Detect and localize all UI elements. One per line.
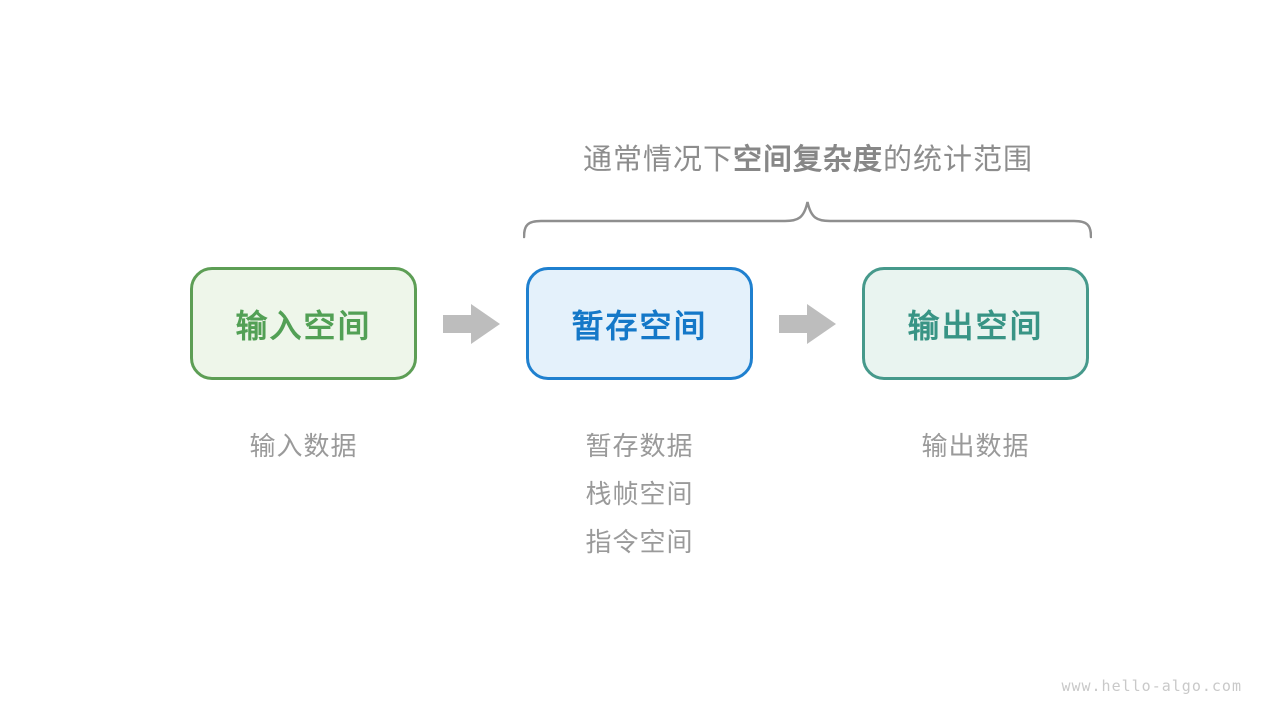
watermark: www.hello-algo.com	[1061, 677, 1242, 695]
box-temp-space-label: 暂存空间	[571, 307, 708, 344]
notes-input: 输入数据	[190, 422, 417, 470]
box-temp-space: 暂存空间	[526, 267, 753, 380]
note-line: 指令空间	[585, 527, 694, 557]
box-output-space-label: 输出空间	[907, 307, 1044, 344]
box-input-space-label: 输入空间	[235, 307, 372, 344]
title-prefix: 通常情况下	[582, 144, 733, 176]
note-line: 暂存数据	[585, 431, 694, 461]
note-line: 输入数据	[249, 431, 358, 461]
box-output-space: 输出空间	[862, 267, 1089, 380]
brace	[523, 201, 1092, 239]
notes-output: 输出数据	[862, 422, 1089, 470]
notes-temp: 暂存数据 栈帧空间 指令空间	[526, 422, 753, 566]
title-bold-term: 空间复杂度	[732, 144, 883, 176]
note-line: 输出数据	[921, 431, 1030, 461]
flow-arrow-icon	[779, 304, 836, 344]
flow-arrow-icon	[443, 304, 500, 344]
title-suffix: 的统计范围	[883, 144, 1034, 176]
note-line: 栈帧空间	[585, 479, 694, 509]
box-input-space: 输入空间	[190, 267, 417, 380]
diagram-title: 通常情况下空间复杂度的统计范围	[463, 144, 1153, 176]
